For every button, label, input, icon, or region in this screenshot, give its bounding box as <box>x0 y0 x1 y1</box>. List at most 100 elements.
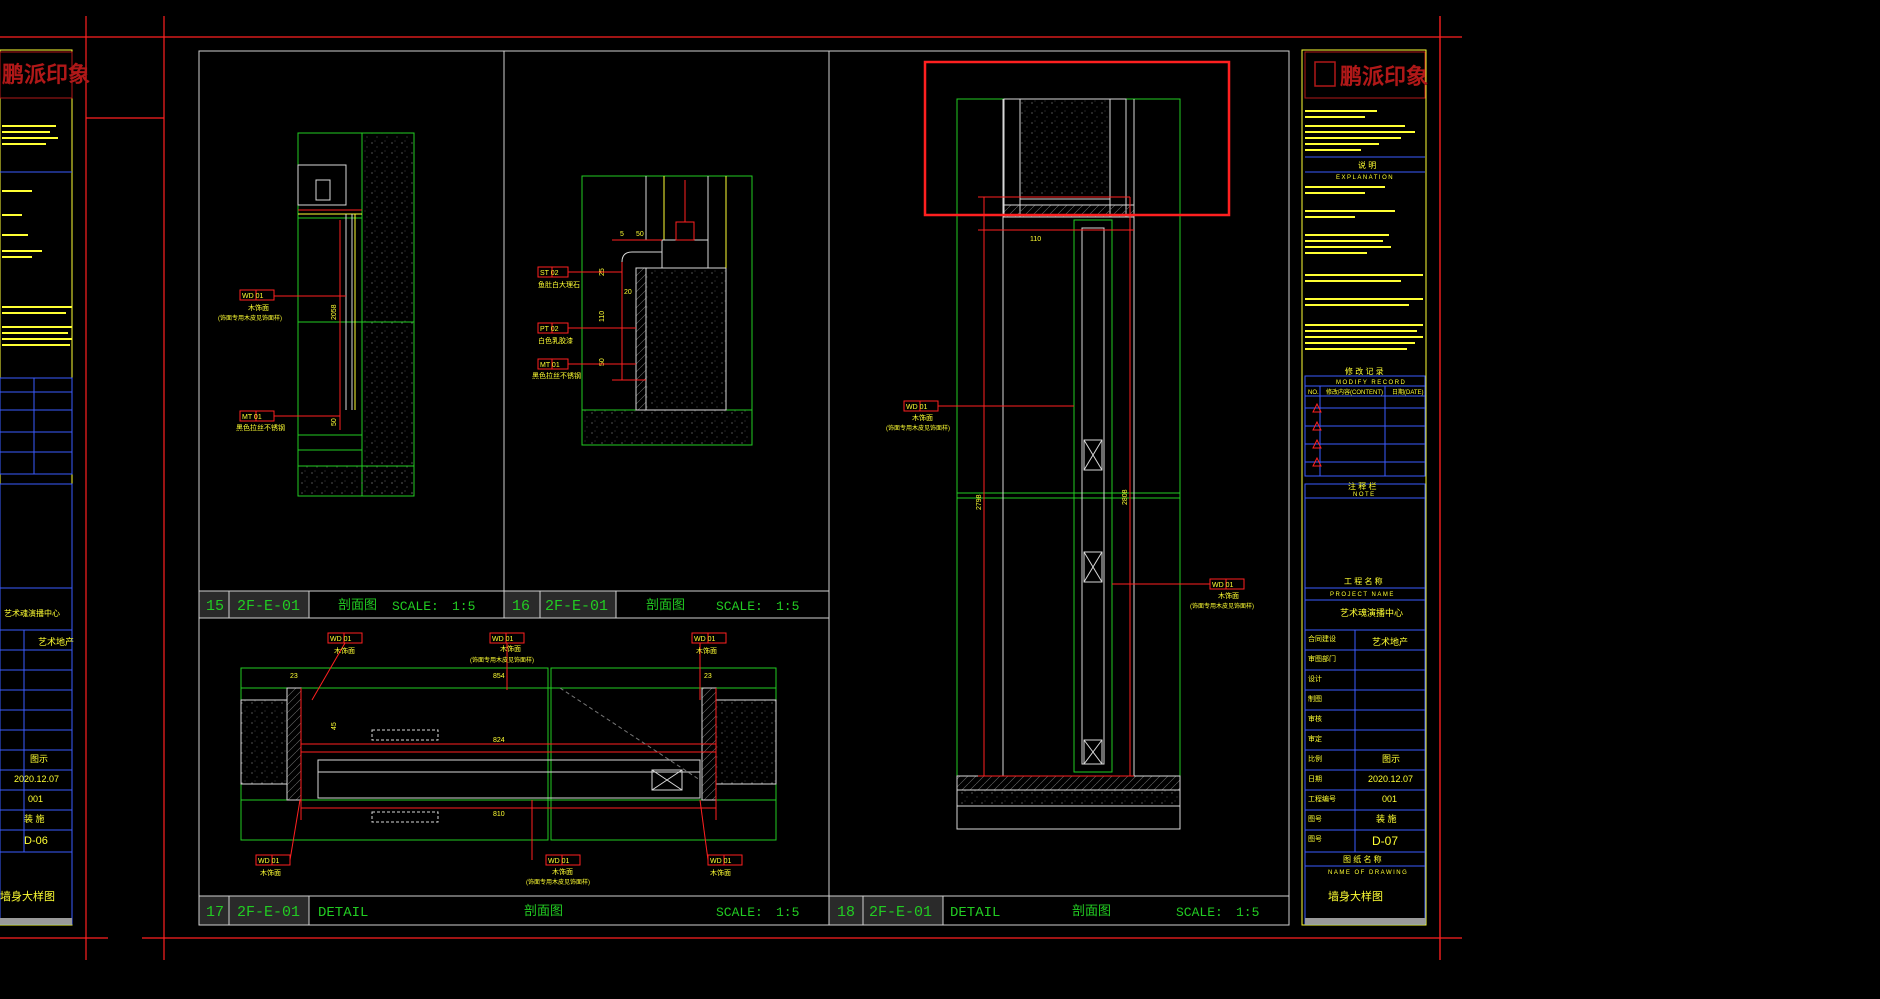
panel-18-ref: 2F-E-01 <box>869 904 932 921</box>
dim-18-top: 110 <box>1030 236 1041 243</box>
panel-17-titlebar: 17 2F-E-01 DETAIL 剖面图 SCALE: 1:5 <box>198 895 830 926</box>
dim-17-r: 23 <box>704 673 712 680</box>
right-titleblock: 鹏派印象 <box>1301 49 1428 926</box>
dim-18-h2: 2808 <box>1122 489 1129 505</box>
highlight-box <box>923 60 1231 217</box>
tag-wd01-18b: WD 01 木饰面 (饰面专用木皮见饰面样) <box>1112 578 1254 610</box>
tag-wd01-name: 木饰面 <box>248 303 269 312</box>
tag-wd01-17e-name: 木饰面 <box>552 867 573 876</box>
tag-wd01-18a-note: (饰面专用木皮见饰面样) <box>886 424 950 432</box>
explanation-cn: 说 明 <box>1358 160 1376 170</box>
project-en: PROJECT NAME <box>1330 592 1395 598</box>
panel-17-ref: 2F-E-01 <box>237 904 300 921</box>
revision-triangles <box>1312 402 1322 467</box>
dim-15-a: 2058 <box>331 304 338 320</box>
tag-pt02-name: 白色乳胶漆 <box>538 336 573 345</box>
tag-wd01-17e: WD 01 木饰面 (饰面专用木皮见饰面样) <box>526 800 590 886</box>
tb-label: 工程编号 <box>1308 794 1336 803</box>
panel-15-drawing: 2058 50 WD 01 木饰面 (饰面专用木皮见饰面样) MT 01 黑色拉… <box>218 132 415 497</box>
tag-wd01-17d-name: 木饰面 <box>260 868 281 877</box>
panel-16-drawing: 5 50 25 20 110 50 ST 02 鱼肚白大理石 PT 02 白色乳… <box>532 175 753 446</box>
tb-label: 制图 <box>1308 694 1322 703</box>
tag-wd01-18a-name: 木饰面 <box>912 413 933 422</box>
panel-16-scale-label: SCALE: <box>716 599 763 614</box>
brand-logo-icon <box>1314 61 1336 87</box>
revision-triangle-icon <box>1312 420 1322 431</box>
tb-value: 2020.12.07 <box>1368 774 1413 784</box>
dim-17-top: 854 <box>493 673 505 680</box>
dim-16-e: 110 <box>599 311 606 322</box>
tag-mt01-b-name: 黑色拉丝不锈钢 <box>532 371 581 380</box>
panel-17-scale-label: SCALE: <box>716 905 763 920</box>
tag-wd01-17c-name: 木饰面 <box>696 646 717 655</box>
left-project-name: 艺术魂演播中心 <box>4 608 60 618</box>
tag-wd01-17a-name: 木饰面 <box>334 646 355 655</box>
panel-16-name: 剖面图 <box>646 597 685 612</box>
tag-wd01-17f-name: 木饰面 <box>710 868 731 877</box>
tag-wd01-17d: WD 01 木饰面 <box>255 799 301 877</box>
panel-15-name: 剖面图 <box>338 597 377 612</box>
modify-cn: 修 改 记 录 <box>1345 366 1384 376</box>
dim-16-d: 20 <box>624 289 632 296</box>
tb-label: 日期 <box>1308 775 1322 783</box>
left-type: 装 施 <box>24 813 45 824</box>
svg-text:WD 01: WD 01 <box>906 404 928 411</box>
panel-18-scale-label: SCALE: <box>1176 905 1223 920</box>
project-cn: 工 程 名 称 <box>1344 576 1383 586</box>
drawing-name: 墙身大样图 <box>1328 889 1383 903</box>
panel-16-number: 16 <box>512 598 530 615</box>
drawing-cn: 图 纸 名 称 <box>1343 854 1382 864</box>
panel-15-number: 15 <box>206 598 224 615</box>
panel-17-detail: DETAIL <box>318 905 368 921</box>
panel-18-scale: 1:5 <box>1236 905 1259 920</box>
tb-label: 设计 <box>1308 674 1322 683</box>
tb-label: 审核 <box>1308 714 1322 723</box>
tag-wd01-18a: WD 01 木饰面 (饰面专用木皮见饰面样) <box>886 400 1074 432</box>
tb-label: 审定 <box>1308 734 1322 743</box>
panel-15-scale: 1:5 <box>452 599 475 614</box>
svg-text:WD 01: WD 01 <box>492 636 514 643</box>
explanation-en: EXPLANATION <box>1336 175 1394 181</box>
tag-wd01-17b-note: (饰面专用木皮见饰面样) <box>470 656 534 664</box>
tag-wd01-17e-note: (饰面专用木皮见饰面样) <box>526 878 590 886</box>
modify-header-date: 日期(DATE) <box>1392 388 1424 396</box>
tb-value: 001 <box>1382 794 1397 804</box>
sheet-frame <box>0 16 1462 960</box>
svg-text:MT 01: MT 01 <box>242 414 262 421</box>
drawing-en: NAME OF DRAWING <box>1328 870 1408 876</box>
revision-triangle-icon <box>1312 402 1322 413</box>
tag-mt01: MT 01 黑色拉丝不锈钢 <box>236 410 340 432</box>
tb-label: 比例 <box>1308 754 1322 763</box>
dim-16-f: 50 <box>599 358 606 366</box>
dim-16-a: 5 <box>620 231 624 238</box>
svg-text:WD 01: WD 01 <box>548 858 570 865</box>
tb-label: 图号 <box>1308 815 1322 823</box>
panel-18-drawing: 110 2798 2808 WD 01 木饰面 (饰面专用木皮见饰面样) WD … <box>886 60 1254 830</box>
tag-st02: ST 02 鱼肚白大理石 <box>537 266 622 289</box>
tag-mt01-b: MT 01 黑色拉丝不锈钢 <box>532 358 636 380</box>
panel-18-number: 18 <box>837 904 855 921</box>
dim-18-h: 2798 <box>976 494 983 510</box>
svg-text:WD 01: WD 01 <box>330 636 352 643</box>
tb-value: D-07 <box>1372 834 1398 848</box>
svg-text:WD 01: WD 01 <box>710 858 732 865</box>
left-date: 2020.12.07 <box>14 774 59 784</box>
svg-text:PT 02: PT 02 <box>540 326 559 333</box>
tag-wd01-17f: WD 01 木饰面 <box>699 799 743 877</box>
dim-17-l: 23 <box>290 673 298 680</box>
tag-wd01: WD 01 木饰面 (饰面专用木皮见饰面样) <box>218 289 346 322</box>
tag-wd01-17c: WD 01 木饰面 <box>691 632 727 700</box>
panel-18-detail: DETAIL <box>950 905 1000 921</box>
panel-15-ref: 2F-E-01 <box>237 598 300 615</box>
project-name: 艺术魂演播中心 <box>1340 607 1403 618</box>
dim-17-mid: 824 <box>493 737 505 744</box>
svg-text:WD 01: WD 01 <box>1212 582 1234 589</box>
panel-16-titlebar: 16 2F-E-01 剖面图 SCALE: 1:5 <box>503 590 830 619</box>
tag-wd01-18b-note: (饰面专用木皮见饰面样) <box>1190 602 1254 610</box>
left-drawing-name: 墙身大样图 <box>0 889 55 903</box>
svg-text:MT 01: MT 01 <box>540 362 560 369</box>
tb-value: 装 施 <box>1376 813 1397 824</box>
tag-wd01-17b-name: 木饰面 <box>500 644 521 653</box>
panel-18-titlebar: 18 2F-E-01 DETAIL 剖面图 SCALE: 1:5 <box>828 895 1290 926</box>
tag-pt02: PT 02 白色乳胶漆 <box>537 322 636 345</box>
